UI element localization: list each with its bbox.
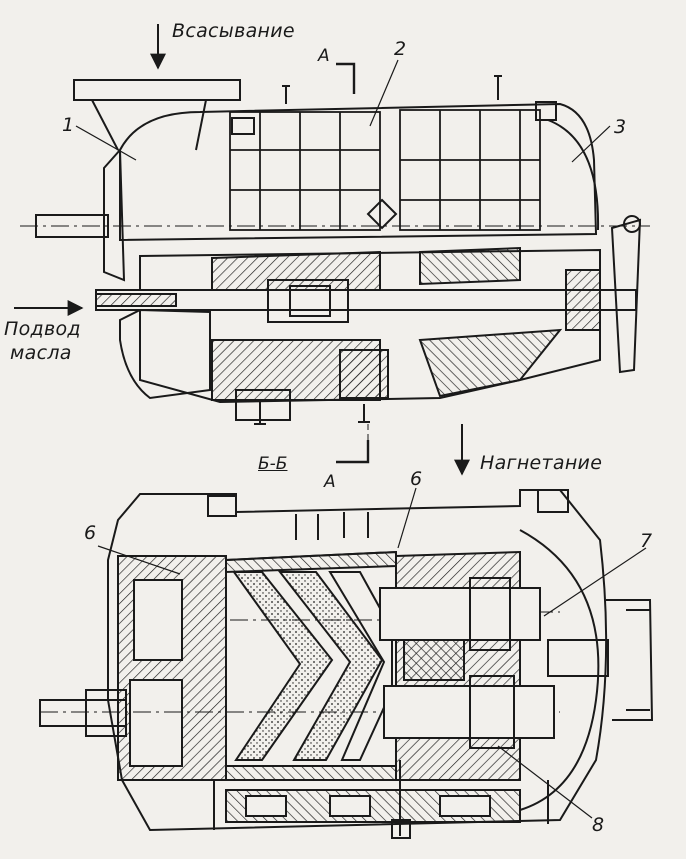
callout-6-left: 6 <box>84 522 97 544</box>
leaders-top <box>75 59 611 163</box>
callout-8: 8 <box>592 814 605 836</box>
section-marker-bottom-label: А <box>324 472 336 492</box>
upper-shaft-right <box>379 587 541 641</box>
suction-flange <box>73 79 241 101</box>
drive-shaft-left <box>39 699 127 727</box>
section-title: Б-Б <box>258 454 288 474</box>
leader-3 <box>571 125 611 163</box>
suction-neck <box>91 99 207 151</box>
section-marker-bottom <box>336 440 370 464</box>
callout-1: 1 <box>62 114 75 136</box>
base-window-a <box>245 795 287 817</box>
handwheel-rim <box>606 599 654 721</box>
section-view <box>39 489 654 839</box>
bolt-head-b <box>535 101 557 121</box>
foot-bolts <box>254 402 370 425</box>
lower-bearing-left <box>129 679 183 767</box>
cut-housing-c <box>419 246 521 286</box>
gear-block <box>403 639 465 681</box>
callout-6-center: 6 <box>410 468 423 490</box>
top-ribs <box>295 512 369 540</box>
male-rotor-lobe-b <box>277 571 384 761</box>
suction-label: Всасывание <box>172 20 295 42</box>
bearing-block-top <box>565 269 601 331</box>
top-view <box>20 62 650 464</box>
leader-7 <box>543 547 647 617</box>
upper-bearing-left <box>133 579 183 661</box>
foot-block <box>235 389 291 421</box>
callout-2: 2 <box>394 38 407 60</box>
slide-valve <box>267 279 349 323</box>
section-marker-top <box>336 62 356 94</box>
handwheel-top <box>610 218 642 374</box>
outlet-bush <box>339 349 389 399</box>
oil-supply-label-line1: Подвод <box>4 318 81 340</box>
section-marker-top-label: А <box>318 46 330 66</box>
handwheel-knob-top <box>623 215 641 233</box>
lower-bearing-right <box>469 675 515 749</box>
valve-piston <box>289 285 331 317</box>
leader-8 <box>497 745 593 819</box>
chamber-wall-bottom <box>225 765 397 781</box>
male-rotor-lobe-a <box>232 571 334 761</box>
leaders-bottom <box>97 487 647 819</box>
cut-housing-d <box>418 328 563 398</box>
leader-1 <box>75 125 137 161</box>
callout-7: 7 <box>640 530 653 552</box>
leader-6-left <box>97 545 181 575</box>
wheel-hub <box>547 639 609 677</box>
oil-fitting <box>95 293 177 307</box>
end-cover-arc <box>519 529 600 811</box>
center-mark <box>366 198 398 230</box>
end-cover-outline <box>547 119 600 231</box>
bolt-head-a <box>231 117 255 135</box>
shaft-seal <box>85 689 127 737</box>
oil-supply-label-line2: масла <box>10 342 72 364</box>
base-window-b <box>329 795 371 817</box>
lifting-eyes <box>282 75 502 104</box>
housing-outline <box>119 102 598 242</box>
female-rotor-lobe <box>328 571 393 761</box>
top-bolt-left <box>207 495 237 517</box>
top-bolt-right <box>537 489 569 513</box>
oil-sump <box>119 308 211 400</box>
handwheel-spokes <box>626 609 650 711</box>
flow-arrows <box>14 24 470 476</box>
upper-bearing-right <box>469 577 511 651</box>
base-window-c <box>439 795 491 817</box>
leader-2 <box>369 59 399 127</box>
leader-6-center <box>397 487 417 549</box>
cut-housing-b <box>211 339 381 401</box>
section-housing-outline <box>107 489 608 832</box>
callout-3: 3 <box>614 116 627 138</box>
housing-ribs <box>229 109 541 231</box>
discharge-label: Нагнетание <box>480 452 603 474</box>
